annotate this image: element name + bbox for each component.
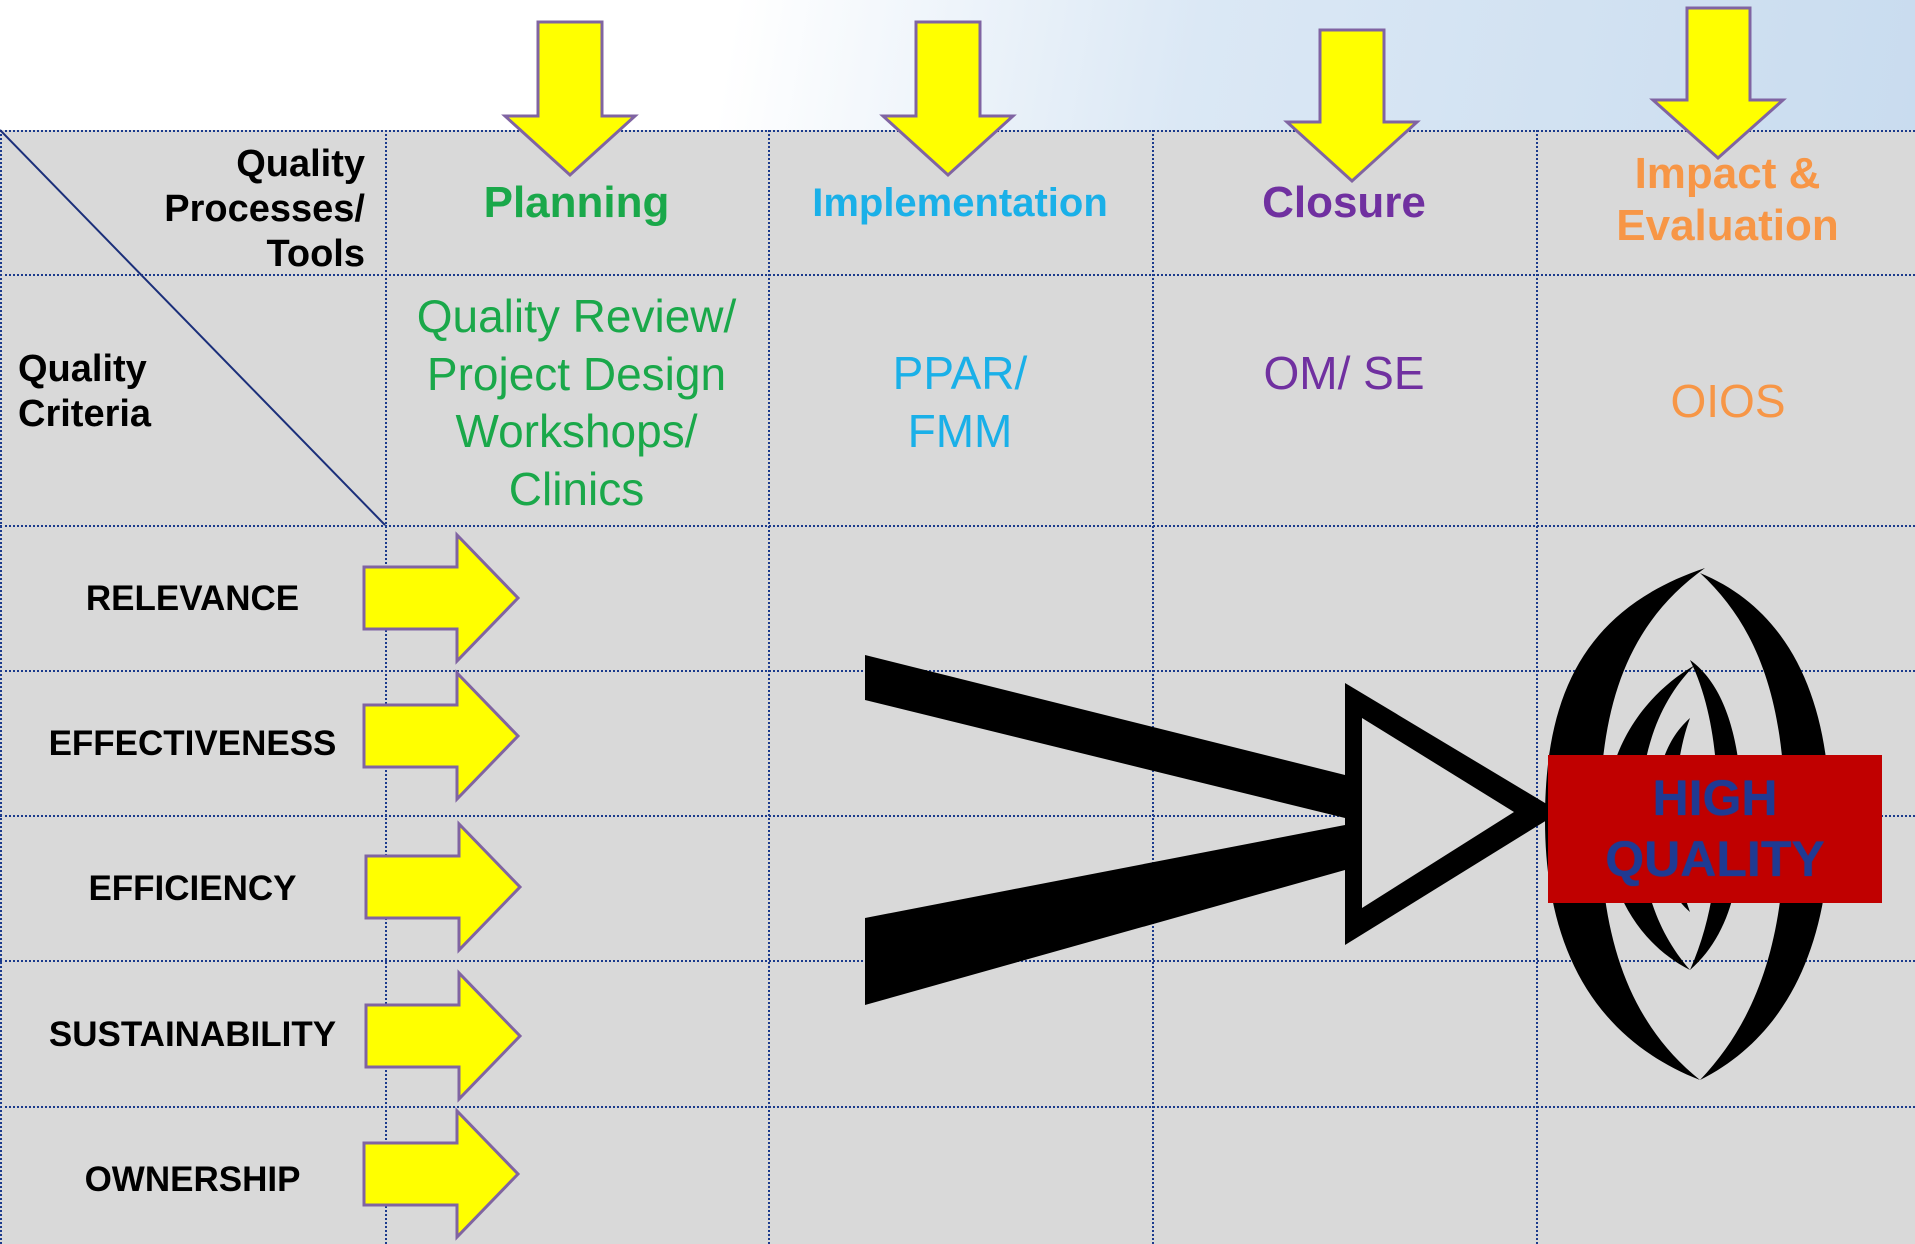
right-arrow-icon [364,820,523,954]
criterion-efficiency: EFFICIENCY [88,869,297,908]
criterion-sustainability: SUSTAINABILITY [48,1015,337,1054]
tool-planning: Quality Review/ Project Design Workshops… [416,290,737,515]
quality-processes-label: Quality Processes/ Tools [164,143,365,275]
down-arrow-icon [1649,6,1787,161]
right-arrow-icon [364,969,523,1103]
high-quality-badge [1548,755,1882,903]
grid-line [0,130,2,1244]
header-diagonal-line [0,129,386,526]
phase-planning: Planning [483,178,670,227]
grid-line [0,274,1915,276]
down-arrow-icon [501,20,639,178]
right-arrow-icon [362,1107,521,1241]
grid-line [385,130,387,1244]
merge-arrow-icon [865,655,1560,1005]
quality-criteria-label: Quality Criteria [18,348,152,435]
tool-closure: OM/ SE [1263,347,1425,399]
down-arrow-icon [879,20,1017,178]
grid-line [0,670,1915,672]
phase-impact-evaluation: Impact & Evaluation [1616,149,1839,250]
tool-impact: OIOS [1670,375,1786,427]
phase-implementation: Implementation [812,181,1108,225]
right-arrow-icon [362,669,521,803]
tool-implementation: PPAR/ FMM [892,347,1028,457]
phase-closure: Closure [1262,178,1426,227]
right-arrow-icon [362,531,521,665]
high-quality-label: HIGH QUALITY [1605,770,1825,887]
grid-line [1536,130,1538,1244]
grid-line [1152,130,1154,1244]
criterion-relevance: RELEVANCE [85,579,300,618]
criterion-ownership: OWNERSHIP [84,1160,301,1199]
criterion-effectiveness: EFFECTIVENESS [48,724,337,763]
grid-line [0,525,1915,527]
grid-line [768,130,770,1244]
grid-line [0,815,1915,817]
down-arrow-icon [1283,28,1421,184]
grid-line [0,1106,1915,1108]
